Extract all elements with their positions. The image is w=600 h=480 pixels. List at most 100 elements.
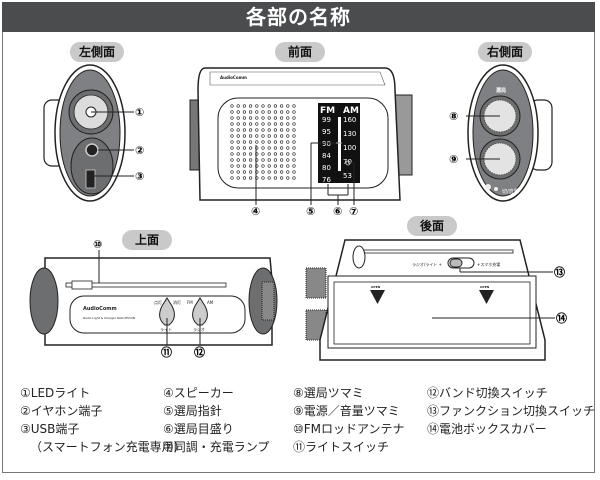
speaker-hole bbox=[286, 164, 290, 168]
speaker-hole bbox=[230, 158, 234, 162]
speaker-hole bbox=[255, 116, 259, 120]
speaker-hole bbox=[242, 122, 246, 126]
speaker-hole bbox=[292, 110, 296, 114]
speaker-hole bbox=[230, 134, 234, 138]
speaker-hole bbox=[273, 122, 278, 126]
speaker-hole bbox=[292, 116, 296, 120]
callout-9: ⑨ bbox=[449, 153, 458, 166]
speaker-hole bbox=[230, 122, 234, 126]
speaker-hole bbox=[249, 146, 253, 150]
speaker-hole bbox=[230, 110, 234, 114]
speaker-hole bbox=[286, 140, 290, 144]
legend-item: ②イヤホン端子 bbox=[20, 404, 103, 418]
open-label-right: OPEN bbox=[480, 285, 490, 289]
speaker-hole bbox=[236, 152, 240, 156]
speaker-hole bbox=[242, 158, 246, 162]
speaker-hole bbox=[249, 140, 253, 144]
speaker-hole bbox=[273, 152, 278, 156]
left-side-view bbox=[43, 64, 134, 202]
speaker-hole bbox=[267, 164, 271, 168]
legend-column-1: ①LEDライト ②イヤホン端子 ③USB端子 （スマートフォン充電専用） bbox=[20, 384, 186, 456]
speaker-grille bbox=[230, 104, 296, 180]
am-tick-label: 100 bbox=[343, 144, 356, 152]
speaker-hole bbox=[292, 122, 296, 126]
speaker-hole bbox=[280, 158, 284, 162]
fm-antenna-icon bbox=[65, 282, 227, 288]
top-brand: AudioComm bbox=[83, 306, 117, 312]
speaker-hole bbox=[280, 152, 284, 156]
label-right-side: 右側面 bbox=[478, 42, 532, 62]
speaker-hole bbox=[255, 140, 259, 144]
speaker-hole bbox=[261, 110, 265, 114]
speaker-hole bbox=[280, 128, 284, 132]
speaker-hole bbox=[286, 158, 290, 162]
speaker-hole bbox=[280, 176, 284, 180]
speaker-hole bbox=[249, 134, 253, 138]
legend-item: ⑪ライトスイッチ bbox=[293, 440, 390, 454]
speaker-hole bbox=[292, 140, 296, 144]
dial-am-label: AM bbox=[343, 106, 359, 116]
speaker-hole bbox=[261, 140, 265, 144]
speaker-hole bbox=[249, 122, 253, 126]
speaker-hole bbox=[242, 164, 246, 168]
callout-8: ⑧ bbox=[449, 110, 458, 123]
speaker-hole bbox=[280, 146, 284, 150]
speaker-hole bbox=[236, 146, 240, 150]
speaker-hole bbox=[230, 176, 234, 180]
fm-tick-label: 76 bbox=[322, 176, 331, 184]
callout-2: ② bbox=[135, 144, 144, 157]
speaker-hole bbox=[236, 164, 240, 168]
speaker-hole bbox=[292, 104, 296, 108]
speaker-hole bbox=[255, 122, 259, 126]
band-switch-left: FM bbox=[187, 300, 193, 305]
open-arrow-right-icon bbox=[479, 290, 494, 304]
speaker-hole bbox=[292, 146, 296, 150]
legend-column-3: ⑧選局ツマミ ⑨電源／音量ツマミ ⑩FMロッドアンテナ ⑪ライトスイッチ bbox=[293, 384, 405, 456]
speaker-hole bbox=[267, 116, 271, 120]
legend-item: ⑭電池ボックスカバー bbox=[427, 422, 547, 436]
label-front: 前面 bbox=[275, 42, 325, 62]
speaker-hole bbox=[249, 128, 253, 132]
speaker-hole bbox=[267, 158, 271, 162]
legend-item: ⑦同調・充電ランプ bbox=[163, 440, 270, 454]
speaker-hole bbox=[255, 110, 259, 114]
speaker-hole bbox=[273, 146, 278, 150]
band-switch-icon bbox=[192, 297, 208, 326]
label-left-side: 左側面 bbox=[70, 42, 124, 62]
am-tick-label: 160 bbox=[343, 116, 356, 124]
speaker-hole bbox=[261, 170, 265, 174]
speaker-hole bbox=[286, 110, 290, 114]
speaker-hole bbox=[236, 170, 240, 174]
callout-4: ④ bbox=[251, 205, 260, 218]
speaker-hole bbox=[249, 116, 253, 120]
label-top: 上面 bbox=[122, 230, 172, 250]
speaker-hole bbox=[292, 134, 296, 138]
speaker-hole bbox=[273, 116, 278, 120]
speaker-hole bbox=[273, 170, 278, 174]
speaker-hole bbox=[261, 134, 265, 138]
speaker-hole bbox=[273, 128, 278, 132]
speaker-hole bbox=[292, 164, 296, 168]
speaker-hole bbox=[255, 152, 259, 156]
legend-item: ⑥選局目盛り bbox=[163, 422, 234, 436]
callout-14: ⑭ bbox=[556, 311, 567, 325]
speaker-hole bbox=[292, 170, 296, 174]
legend-item: ⑬ファンクション切換スイッチ bbox=[427, 404, 596, 418]
speaker-hole bbox=[242, 128, 246, 132]
open-arrow-left-icon bbox=[370, 290, 385, 304]
earphone-jack-icon bbox=[85, 143, 99, 157]
speaker-hole bbox=[286, 134, 290, 138]
speaker-hole bbox=[255, 176, 259, 180]
light-switch-right: 消灯 bbox=[173, 299, 181, 305]
legend-item: （スマートフォン充電専用） bbox=[30, 440, 186, 454]
right-power-label: 切/音量 bbox=[502, 188, 519, 195]
speaker-hole bbox=[280, 170, 284, 174]
am-tick-label: 70 bbox=[343, 158, 352, 166]
speaker-hole bbox=[255, 104, 259, 108]
speaker-hole bbox=[255, 164, 259, 168]
speaker-hole bbox=[230, 140, 234, 144]
speaker-hole bbox=[255, 134, 259, 138]
callout-5: ⑤ bbox=[306, 205, 315, 218]
speaker-hole bbox=[280, 122, 284, 126]
